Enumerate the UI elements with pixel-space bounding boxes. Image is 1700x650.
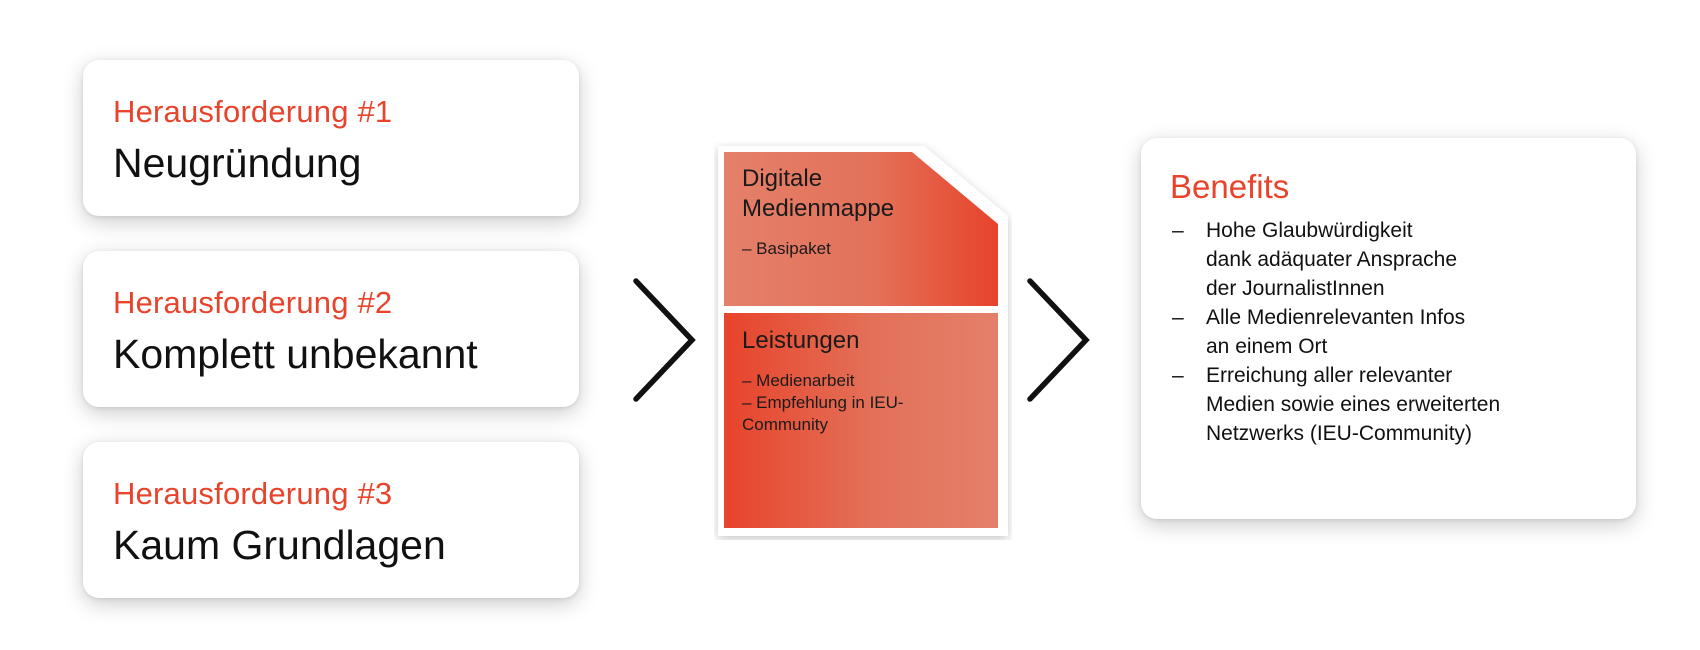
challenge-title: Herausforderung #3 [113,476,393,511]
list-item: Community [742,415,828,434]
challenge-title: Herausforderung #1 [113,94,393,129]
document-title: Digitale Medienmappe [742,164,894,224]
list-item: – Empfehlung in IEU- [742,393,904,412]
challenge-subtitle: Neugründung [113,140,362,186]
challenge-card-1: Herausforderung #1 Neugründung [83,60,579,216]
list-item: Alle Medienrelevanten Infos an einem Ort [1170,303,1626,361]
challenge-card-3: Herausforderung #3 Kaum Grundlagen [83,442,579,598]
challenge-card-2: Herausforderung #2 Komplett unbekannt [83,251,579,407]
document-icon [718,146,1008,536]
challenge-title: Herausforderung #2 [113,285,393,320]
services-title: Leistungen [742,327,860,354]
services-list: – Medienarbeit – Empfehlung in IEU- Comm… [742,370,982,436]
document-title-line: Digitale [742,165,823,192]
document-subtitle: – Basipaket [742,239,831,258]
list-item: – Medienarbeit [742,371,855,390]
benefits-title: Benefits [1170,168,1290,205]
challenge-subtitle: Komplett unbekannt [113,331,478,377]
document-title-line: Medienmappe [742,195,895,222]
chevron-right-icon [633,278,696,402]
list-item: Erreichung aller relevanter Medien sowie… [1170,361,1626,448]
chevron-right-icon [1027,278,1090,402]
challenge-subtitle: Kaum Grundlagen [113,522,446,568]
media-kit-document: Digitale Medienmappe – Basipaket Leistun… [714,142,1012,540]
list-item: Hohe Glaubwürdigkeit dank adäquater Ansp… [1170,216,1626,303]
benefits-list: Hohe Glaubwürdigkeit dank adäquater Ansp… [1170,216,1636,448]
benefits-card: Benefits Hohe Glaubwürdigkeit dank adäqu… [1141,138,1636,519]
